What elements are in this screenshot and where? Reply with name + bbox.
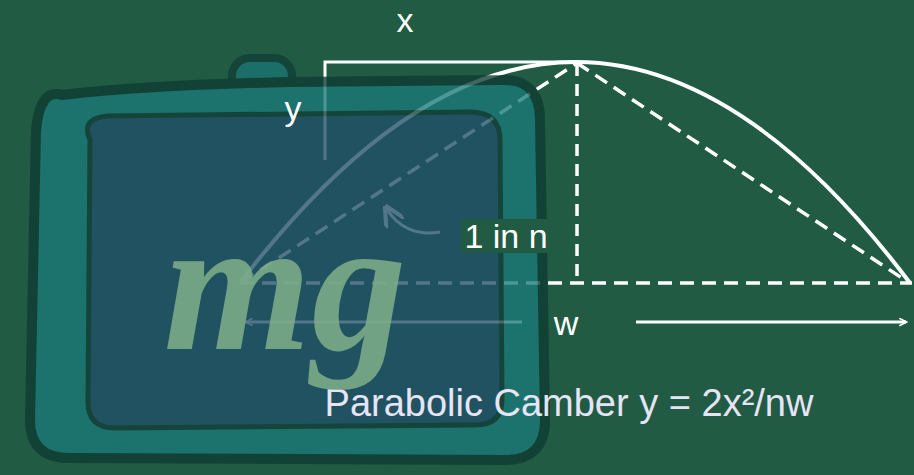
formula-caption: Parabolic Camber y = 2x²/nw bbox=[325, 384, 814, 422]
dimension-label: x bbox=[397, 3, 414, 37]
width-arrow bbox=[636, 321, 906, 324]
slope-line bbox=[577, 63, 908, 282]
watermark: mg bbox=[164, 190, 407, 380]
slope-label: 1 in n bbox=[461, 219, 550, 253]
crown-line bbox=[575, 64, 579, 283]
logo-panel bbox=[87, 112, 502, 428]
dimension-label: w bbox=[551, 306, 582, 340]
dimension-label: y bbox=[285, 91, 302, 125]
